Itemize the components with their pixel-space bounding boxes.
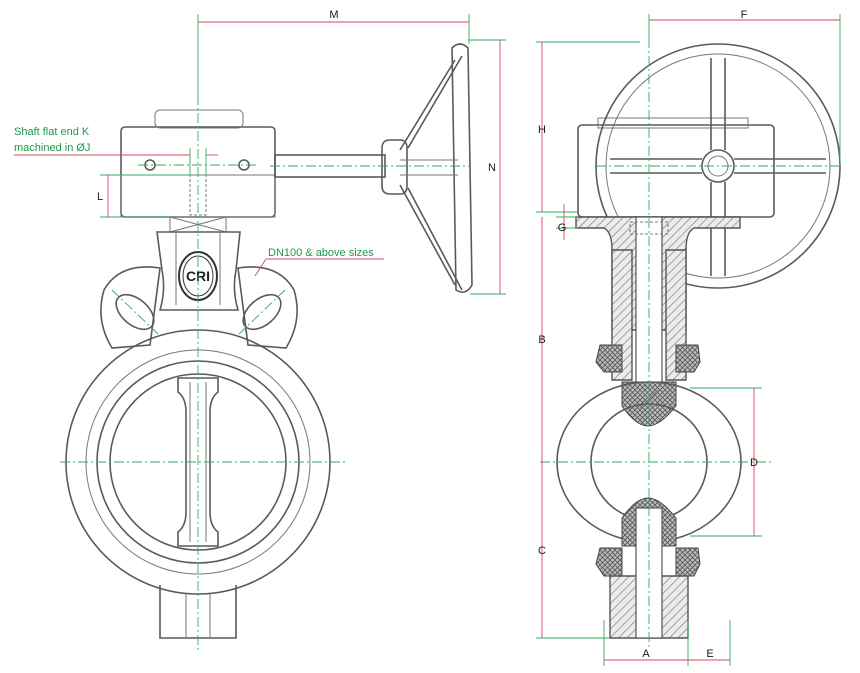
- dim-label-d: D: [750, 457, 758, 469]
- dn-note-text: DN100 & above sizes: [268, 247, 374, 259]
- dimension-h: H: [536, 41, 640, 213]
- dim-label-f: F: [741, 9, 748, 21]
- dim-label-c: C: [538, 545, 546, 557]
- dimension-d: D: [690, 387, 762, 537]
- dim-label-a: A: [642, 648, 650, 660]
- dim-label-l: L: [97, 191, 103, 203]
- handwheel-rim: [451, 43, 473, 293]
- dim-label-g: G: [558, 222, 567, 234]
- side-gearbox: [577, 124, 775, 218]
- shaft-callout-line1: Shaft flat end K: [14, 126, 90, 138]
- lug-slot-left: [115, 293, 155, 331]
- upper-seal-right: [675, 344, 701, 373]
- dim-label-b: B: [538, 334, 545, 346]
- lower-seal-right: [675, 547, 701, 577]
- side-gearbox-top: [597, 117, 749, 129]
- lug-slot-right-axis: [238, 289, 286, 335]
- lug-slot-right: [242, 293, 282, 331]
- side-view: [540, 38, 842, 650]
- bottom-stub-inner: [185, 594, 211, 638]
- shaft-callout: Shaft flat end K machined in ØJ: [14, 126, 218, 175]
- shaft-callout-line2: machined in ØJ: [14, 142, 90, 154]
- dim-label-m: M: [329, 9, 338, 21]
- dimension-e: E: [688, 620, 731, 666]
- lug-ear-left: [100, 266, 161, 349]
- shaft-end-hidden: [189, 174, 207, 216]
- upper-seal-left: [595, 344, 623, 373]
- dimension-c: C: [536, 462, 610, 639]
- neck-inner: [175, 232, 221, 305]
- dim-label-h: H: [538, 124, 546, 136]
- rod-clamp: [381, 139, 408, 195]
- lug-slot-left-axis: [111, 289, 159, 335]
- dimension-f: F: [648, 9, 841, 166]
- valve-neck: [156, 231, 241, 311]
- lower-seal-left: [595, 547, 623, 577]
- dimension-n: N: [468, 39, 506, 295]
- dimension-g: G: [556, 204, 578, 240]
- dimension-m: M: [197, 9, 470, 100]
- handwheel-spokes: [399, 55, 463, 291]
- dn-callout: DN100 & above sizes: [254, 247, 384, 277]
- dim-label-n: N: [488, 162, 496, 174]
- dimension-l: L: [97, 174, 190, 218]
- dimension-b: B: [538, 217, 546, 462]
- front-view: CRI: [60, 43, 473, 650]
- disc-hub: [177, 377, 219, 547]
- handwheel-hub-lines: [400, 159, 458, 176]
- gearbox-top-cap: [154, 109, 244, 129]
- lug-ear-right: [237, 266, 298, 349]
- dim-label-e: E: [706, 648, 713, 660]
- dimension-a: A: [603, 620, 689, 666]
- side-handwheel-spokes: [610, 58, 826, 276]
- side-handwheel-hub: [701, 149, 735, 183]
